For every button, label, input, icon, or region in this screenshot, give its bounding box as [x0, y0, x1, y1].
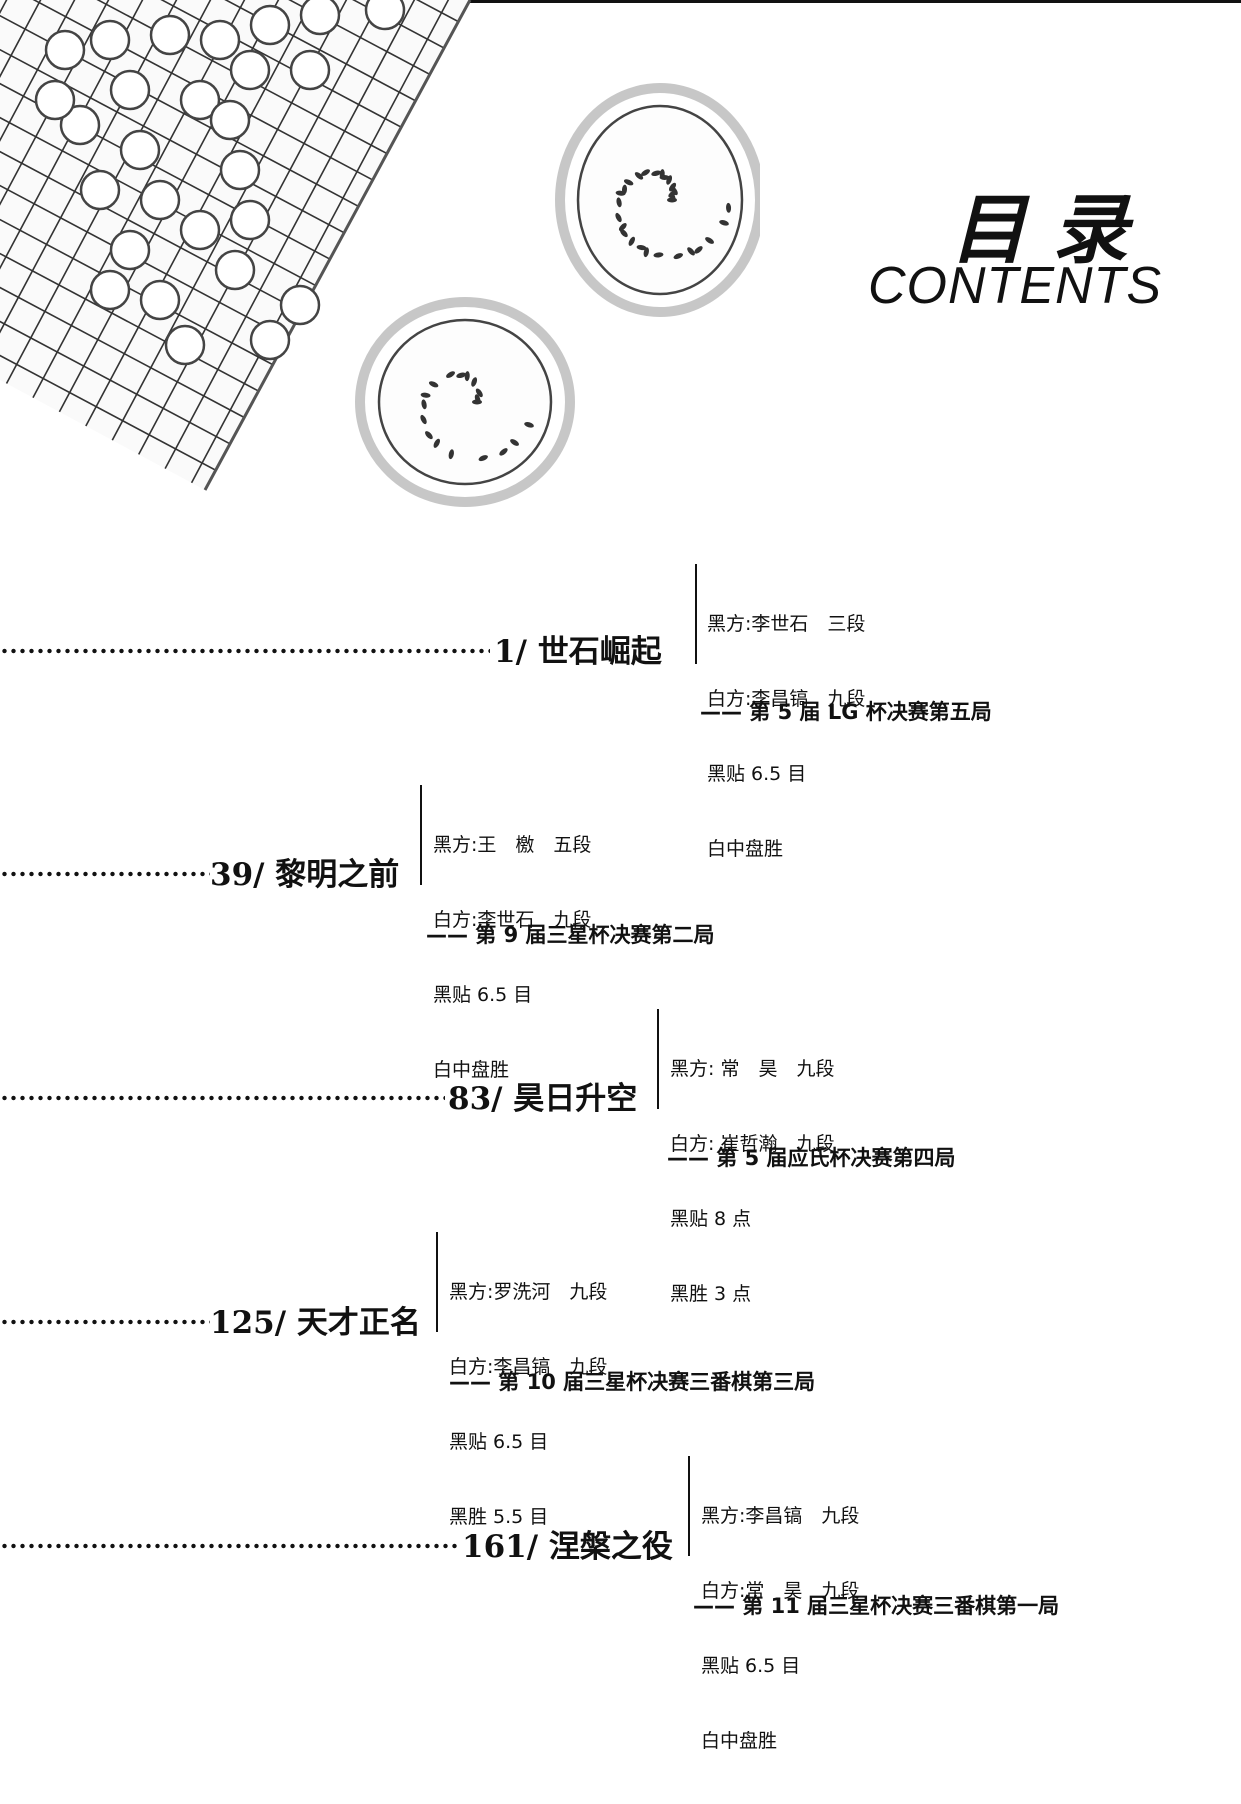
entry-black-player: 黑方: 常 昊 九段: [670, 1058, 835, 1080]
entry-page-number: 125/: [210, 1305, 287, 1341]
contents-heading-cn: 目录: [950, 185, 1154, 274]
entry-page-number: 83/: [448, 1081, 503, 1117]
entry-komi: 黑贴 8 点: [670, 1208, 752, 1230]
entry-result: 白中盘胜: [707, 838, 784, 860]
entry-black-player: 黑方:李世石 三段: [707, 613, 866, 635]
entry-divider: [688, 1456, 690, 1556]
entry-event: —— 第 9 届三星杯决赛第二局: [426, 923, 715, 947]
entry-title-line: 125/ 天才正名: [210, 1297, 421, 1342]
dot-leader: [0, 1543, 460, 1549]
entry-result: 黑胜 3 点: [670, 1283, 752, 1305]
entry-divider: [657, 1009, 659, 1109]
go-stones: [34, 0, 406, 366]
entry-title: 涅槃之役: [548, 1529, 673, 1565]
entry-title: 昊日升空: [513, 1081, 638, 1117]
entry-divider: [436, 1232, 438, 1332]
entry-meta: 黑方:罗洗河 九段 白方:李昌镐 九段 黑贴 6.5 目 黑胜 5.5 目: [449, 1230, 607, 1580]
top-rule: [0, 0, 1241, 3]
entry-divider: [695, 564, 697, 664]
entry-white-player: 白方:李世石 九段: [433, 909, 592, 931]
entry-white-player: 白方:李昌镐 九段: [707, 688, 866, 710]
entry-result: 白中盘胜: [701, 1730, 778, 1752]
entry-white-player: 白方:李昌镐 九段: [449, 1356, 608, 1378]
entry-black-player: 黑方:李昌镐 九段: [701, 1505, 860, 1527]
entry-meta: 黑方:李世石 三段 白方:李昌镐 九段 黑贴 6.5 目 白中盘胜: [707, 562, 865, 912]
entry-title-line: 83/ 昊日升空: [448, 1073, 637, 1118]
go-board-illustration: [0, 0, 760, 507]
entry-meta: 黑方:李昌镐 九段 白方:常 昊 九段 黑贴 6.5 目 白中盘胜: [701, 1454, 859, 1804]
entry-black-player: 黑方:王 檄 五段: [433, 834, 592, 856]
entry-event: —— 第 10 届三星杯决赛三番棋第三局: [449, 1370, 816, 1394]
entry-komi: 黑贴 6.5 目: [707, 763, 807, 785]
entry-komi: 黑贴 6.5 目: [433, 984, 533, 1006]
contents-heading-en: CONTENTS: [868, 257, 1162, 315]
entry-result: 黑胜 5.5 目: [449, 1506, 549, 1528]
dot-leader: [0, 1319, 210, 1325]
dot-leader: [0, 1095, 445, 1101]
entry-page-number: 39/: [210, 857, 265, 893]
dot-leader: [0, 648, 490, 654]
entry-title: 天才正名: [296, 1305, 421, 1341]
entry-event: —— 第 5 届 LG 杯决赛第五局: [700, 700, 992, 724]
entry-meta: 黑方:王 檄 五段 白方:李世石 九段 黑贴 6.5 目 白中盘胜: [433, 783, 591, 1133]
dot-leader: [0, 871, 210, 877]
entry-title: 黎明之前: [275, 857, 400, 893]
entry-page-number: 1/: [494, 634, 527, 670]
entry-title: 世石崛起: [537, 634, 662, 670]
stone-bowl-upper-icon: [555, 83, 760, 317]
entry-white-player: 白方: 崔哲瀚 九段: [670, 1133, 835, 1155]
entry-title-line: 39/ 黎明之前: [210, 849, 399, 894]
entry-komi: 黑贴 6.5 目: [449, 1431, 549, 1453]
entry-event: —— 第 5 届应氏杯决赛第四局: [667, 1146, 956, 1170]
entry-meta: 黑方: 常 昊 九段 白方: 崔哲瀚 九段 黑贴 8 点 黑胜 3 点: [670, 1007, 834, 1357]
entry-page-number: 161/: [462, 1529, 539, 1565]
entry-event: —— 第 11 届三星杯决赛三番棋第一局: [693, 1594, 1060, 1618]
stone-bowl-lower-icon: [355, 297, 575, 507]
entry-black-player: 黑方:罗洗河 九段: [449, 1281, 608, 1303]
entry-result: 白中盘胜: [433, 1059, 510, 1081]
entry-title-line: 161/ 涅槃之役: [462, 1521, 673, 1566]
entry-komi: 黑贴 6.5 目: [701, 1655, 801, 1677]
entry-white-player: 白方:常 昊 九段: [701, 1580, 860, 1602]
entry-divider: [420, 785, 422, 885]
entry-title-line: 1/ 世石崛起: [494, 626, 662, 671]
